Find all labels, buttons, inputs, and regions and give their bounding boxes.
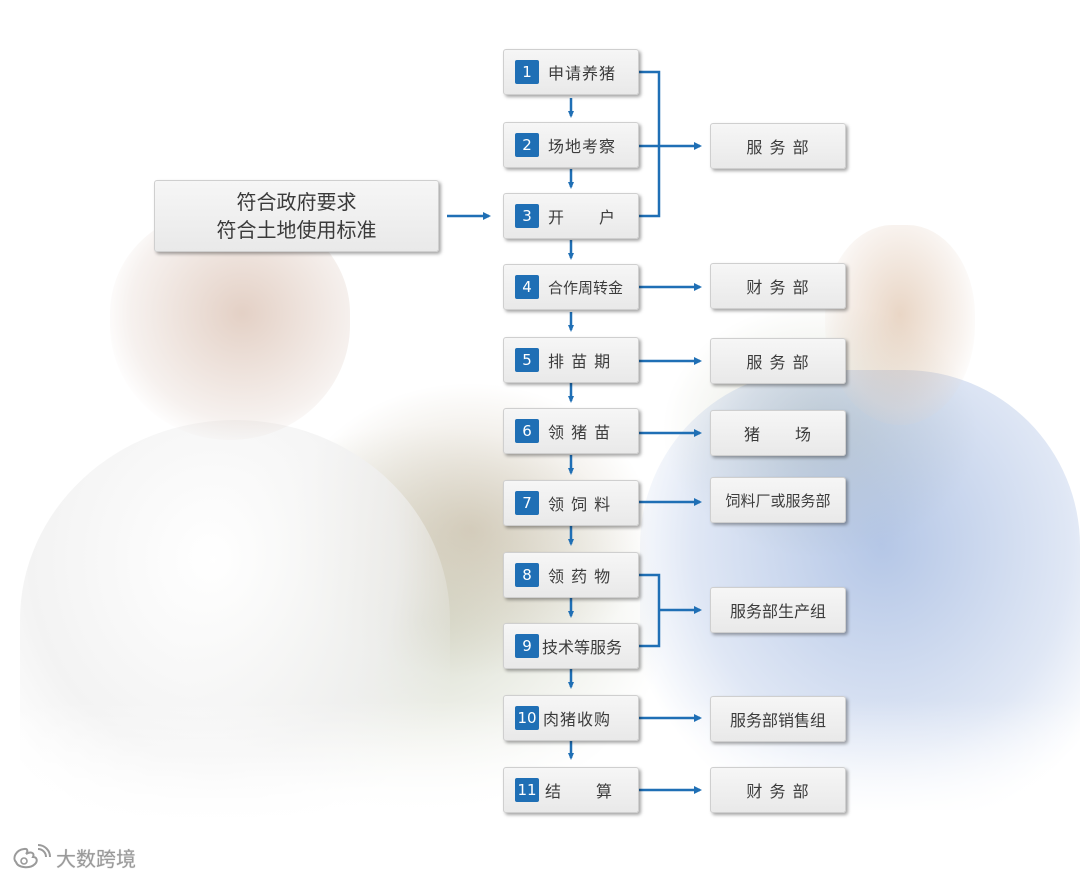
bracket-steps-8-9 xyxy=(639,575,659,646)
step-number-badge: 7 xyxy=(515,491,539,515)
step-number-badge: 1 xyxy=(515,60,539,84)
dept-service-sales: 服务部销售组 xyxy=(710,696,846,742)
step-8-box: 8 领 药 物 xyxy=(503,552,639,598)
step-label: 领 猪 苗 xyxy=(548,419,611,443)
step-number-badge: 10 xyxy=(515,706,539,730)
weibo-logo-icon xyxy=(10,844,52,870)
step-number-badge: 2 xyxy=(515,133,539,157)
step-3-box: 3 开 户 xyxy=(503,193,639,239)
requirement-line-2: 符合土地使用标准 xyxy=(217,216,377,244)
watermark: 大数跨境 xyxy=(10,842,136,872)
step-4-box: 4 合作周转金 xyxy=(503,264,639,310)
step-label: 结 算 xyxy=(545,778,613,802)
step-number-badge: 6 xyxy=(515,419,539,443)
bracket-steps-1-3 xyxy=(639,72,659,216)
requirements-box: 符合政府要求 符合土地使用标准 xyxy=(154,180,439,252)
step-11-box: 11 结 算 xyxy=(503,767,639,813)
step-label: 开 户 xyxy=(548,204,616,228)
step-label: 场地考察 xyxy=(548,133,616,157)
dept-service-1: 服 务 部 xyxy=(710,123,846,169)
watermark-text: 大数跨境 xyxy=(56,843,136,872)
step-1-box: 1 申请养猪 xyxy=(503,49,639,95)
step-label: 合作周转金 xyxy=(548,277,623,298)
dept-feed-mill-or-service: 饲料厂或服务部 xyxy=(710,477,846,523)
step-label: 领 饲 料 xyxy=(548,491,611,515)
step-2-box: 2 场地考察 xyxy=(503,122,639,168)
step-number-badge: 4 xyxy=(515,275,539,299)
step-number-badge: 3 xyxy=(515,204,539,228)
step-label: 排 苗 期 xyxy=(548,348,611,372)
step-number-badge: 5 xyxy=(515,348,539,372)
step-number-badge: 11 xyxy=(515,778,539,802)
dept-service-production: 服务部生产组 xyxy=(710,587,846,633)
requirement-line-1: 符合政府要求 xyxy=(237,188,357,216)
dept-finance-2: 财 务 部 xyxy=(710,767,846,813)
step-7-box: 7 领 饲 料 xyxy=(503,480,639,526)
step-label: 技术等服务 xyxy=(542,634,622,658)
step-6-box: 6 领 猪 苗 xyxy=(503,408,639,454)
dept-farm: 猪 场 xyxy=(710,410,846,456)
dept-service-2: 服 务 部 xyxy=(710,338,846,384)
step-label: 肉猪收购 xyxy=(543,706,611,730)
step-label: 领 药 物 xyxy=(548,563,611,587)
step-10-box: 10 肉猪收购 xyxy=(503,695,639,741)
step-number-badge: 8 xyxy=(515,563,539,587)
dept-finance-1: 财 务 部 xyxy=(710,263,846,309)
step-number-badge: 9 xyxy=(515,634,539,658)
step-label: 申请养猪 xyxy=(548,60,616,84)
step-5-box: 5 排 苗 期 xyxy=(503,337,639,383)
step-9-box: 9 技术等服务 xyxy=(503,623,639,669)
